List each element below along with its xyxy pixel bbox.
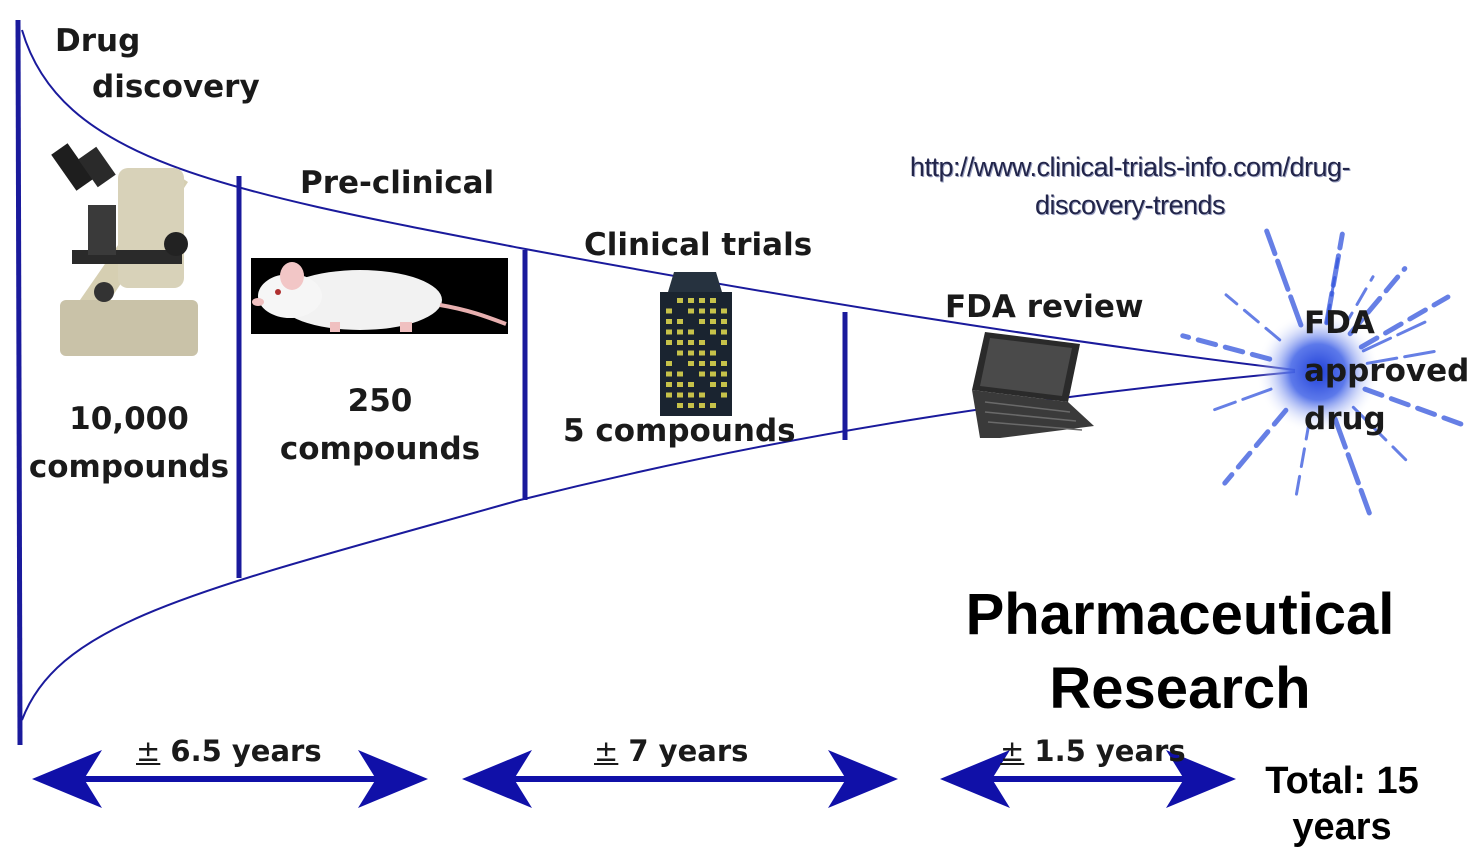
splash-ray (1180, 333, 1273, 362)
splash-ray (1341, 275, 1375, 331)
splash-ray (1325, 257, 1340, 325)
splash-ray (1362, 386, 1471, 430)
title-line1: Pharmaceutical (965, 582, 1395, 647)
duration-text: 7 years (618, 734, 749, 768)
splash-ray (1294, 419, 1311, 497)
stage-label-fda-approved-line3: drug (1304, 401, 1386, 437)
total-line2: years (1292, 806, 1392, 848)
count-drug-discovery-line1: 10,000 (69, 401, 189, 437)
funnel-left-edge (15, 19, 23, 746)
splash-ray (1365, 349, 1438, 365)
microscope-icon (51, 143, 198, 356)
count-preclinical-line2: compounds (279, 431, 481, 467)
splash-ray (1224, 293, 1282, 342)
hospital-building-icon (660, 272, 732, 416)
stage-label-clinical-trials: Clinical trials (584, 227, 813, 263)
stage-label-fda-approved-line1: FDA (1304, 305, 1375, 341)
duration-arrow-2 (462, 750, 898, 808)
plus-minus-sign: ± (1000, 734, 1025, 768)
duration-label-3: ± 1.5 years (1000, 733, 1186, 769)
count-drug-discovery-line2: compounds (28, 449, 230, 485)
count-clinical-trials: 5 compounds (563, 413, 796, 449)
funnel-bottom-curve (21, 371, 1296, 721)
stage-label-fda-approved-line2: approved (1304, 353, 1470, 389)
duration-text: 1.5 years (1024, 734, 1186, 768)
plus-minus-sign: ± (136, 734, 161, 768)
duration-label-2: ± 7 years (594, 733, 748, 769)
lab-mouse-icon (251, 258, 508, 334)
stage-label-fda-review: FDA review (945, 289, 1144, 325)
duration-text: 6.5 years (160, 734, 322, 768)
duration-arrow-3 (940, 750, 1236, 808)
total-line1: Total: 15 (1265, 760, 1419, 802)
splash-ray (1351, 405, 1412, 466)
splash-ray (1361, 317, 1433, 353)
title-line2: Research (1049, 656, 1311, 721)
splash-ray (1358, 294, 1451, 350)
splash-ray (1264, 228, 1304, 328)
source-url-line2: discovery-trends (1034, 190, 1226, 220)
splash-ray (1213, 387, 1273, 412)
funnel-top-curve (21, 29, 1296, 371)
splash-icon (1180, 228, 1471, 516)
splash-ray (1332, 416, 1372, 516)
plus-minus-sign: ± (594, 734, 619, 768)
splash-ray (1347, 266, 1408, 337)
source-url: http://www.clinical-trials-info.com/drug… (830, 148, 1430, 224)
count-preclinical-line1: 250 (347, 383, 413, 419)
diagram-title: Pharmaceutical Research (930, 578, 1430, 726)
stage-label-drug-discovery-line2: discovery (92, 69, 260, 105)
stage-label-drug-discovery-line1: Drug (55, 23, 141, 59)
stage-label-preclinical: Pre-clinical (300, 165, 495, 201)
splash-ray (1222, 407, 1289, 486)
source-url-line1: http://www.clinical-trials-info.com/drug… (909, 152, 1351, 182)
duration-arrow-1 (32, 750, 428, 808)
laptop-icon (972, 332, 1094, 438)
total-duration: Total: 15 years (1232, 758, 1452, 850)
duration-label-1: ± 6.5 years (136, 733, 322, 769)
